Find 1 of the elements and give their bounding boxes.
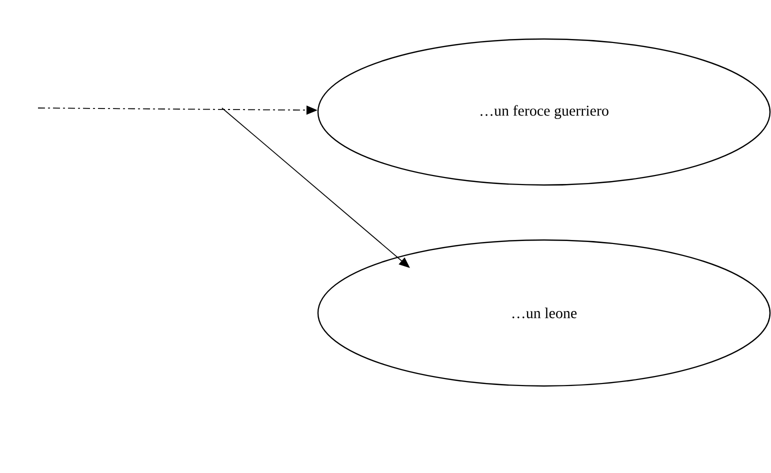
arrow (222, 108, 410, 268)
